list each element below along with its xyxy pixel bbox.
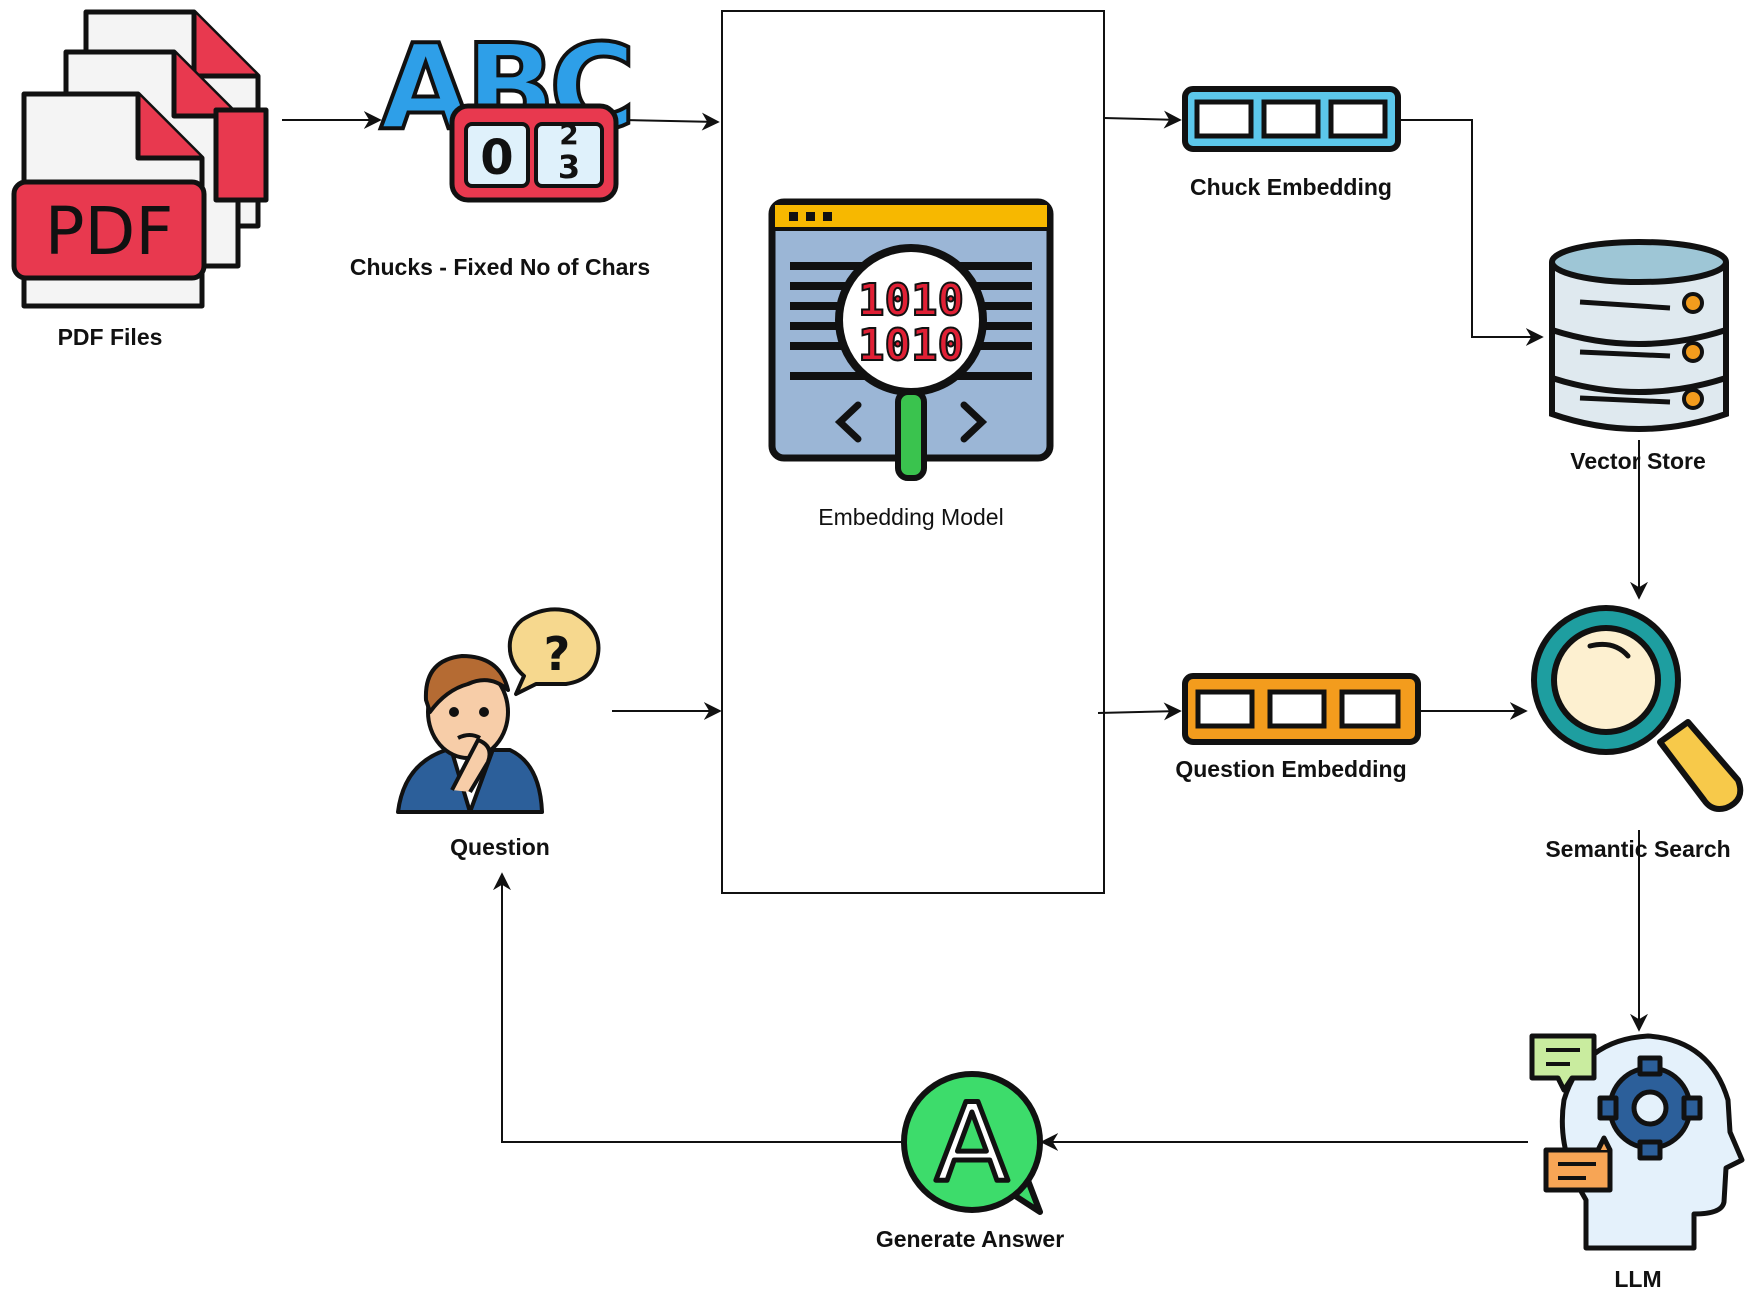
label-question: Question bbox=[450, 834, 550, 860]
connectors bbox=[282, 110, 1648, 1151]
label-question-embedding: Question Embedding bbox=[1175, 756, 1407, 782]
question-mark-text: ? bbox=[544, 627, 571, 681]
label-chunks: Chucks - Fixed No of Chars bbox=[349, 254, 651, 280]
arrow-answer-to-question bbox=[493, 872, 902, 1143]
abc-chunks-icon: ABC 0 2 3 bbox=[378, 16, 638, 203]
binary-row-2: 1010 bbox=[858, 320, 964, 371]
label-semantic-search: Semantic Search bbox=[1545, 836, 1731, 862]
label-llm: LLM bbox=[1614, 1266, 1662, 1292]
arrow-chunk-embedding-to-vector-store bbox=[1400, 119, 1544, 346]
arrow-chunks-to-model bbox=[621, 112, 720, 131]
pdf-badge-text: PDF bbox=[45, 193, 174, 270]
head-gear-icon bbox=[1529, 1033, 1745, 1251]
vector-blocks-orange-icon bbox=[1182, 673, 1421, 745]
embedding-model-icon: 1010 1010 bbox=[768, 198, 1054, 481]
answer-letter-text: A bbox=[935, 1081, 1009, 1206]
arrow-model-to-chunk-embedding bbox=[1103, 110, 1182, 129]
chunk-digit-3: 3 bbox=[558, 148, 580, 186]
label-pdf-files: PDF Files bbox=[57, 324, 163, 350]
pdf-files-icon: PDF bbox=[11, 9, 269, 309]
database-icon bbox=[1549, 239, 1729, 432]
answer-bubble-icon: A bbox=[901, 1071, 1043, 1215]
arrow-model-to-question-embedding bbox=[1097, 702, 1182, 721]
label-generate-answer: Generate Answer bbox=[875, 1226, 1065, 1252]
person-question-icon: ? bbox=[396, 607, 601, 814]
label-embedding-model: Embedding Model bbox=[818, 504, 1004, 530]
label-chunk-embedding: Chuck Embedding bbox=[1190, 174, 1392, 200]
chunk-digit-2: 2 bbox=[559, 118, 578, 151]
vector-blocks-blue-icon bbox=[1182, 86, 1401, 152]
magnifier-icon bbox=[1531, 605, 1744, 812]
chunk-digit-0: 0 bbox=[480, 130, 513, 186]
binary-row-1: 1010 bbox=[858, 275, 964, 326]
label-vector-store: Vector Store bbox=[1570, 448, 1706, 474]
